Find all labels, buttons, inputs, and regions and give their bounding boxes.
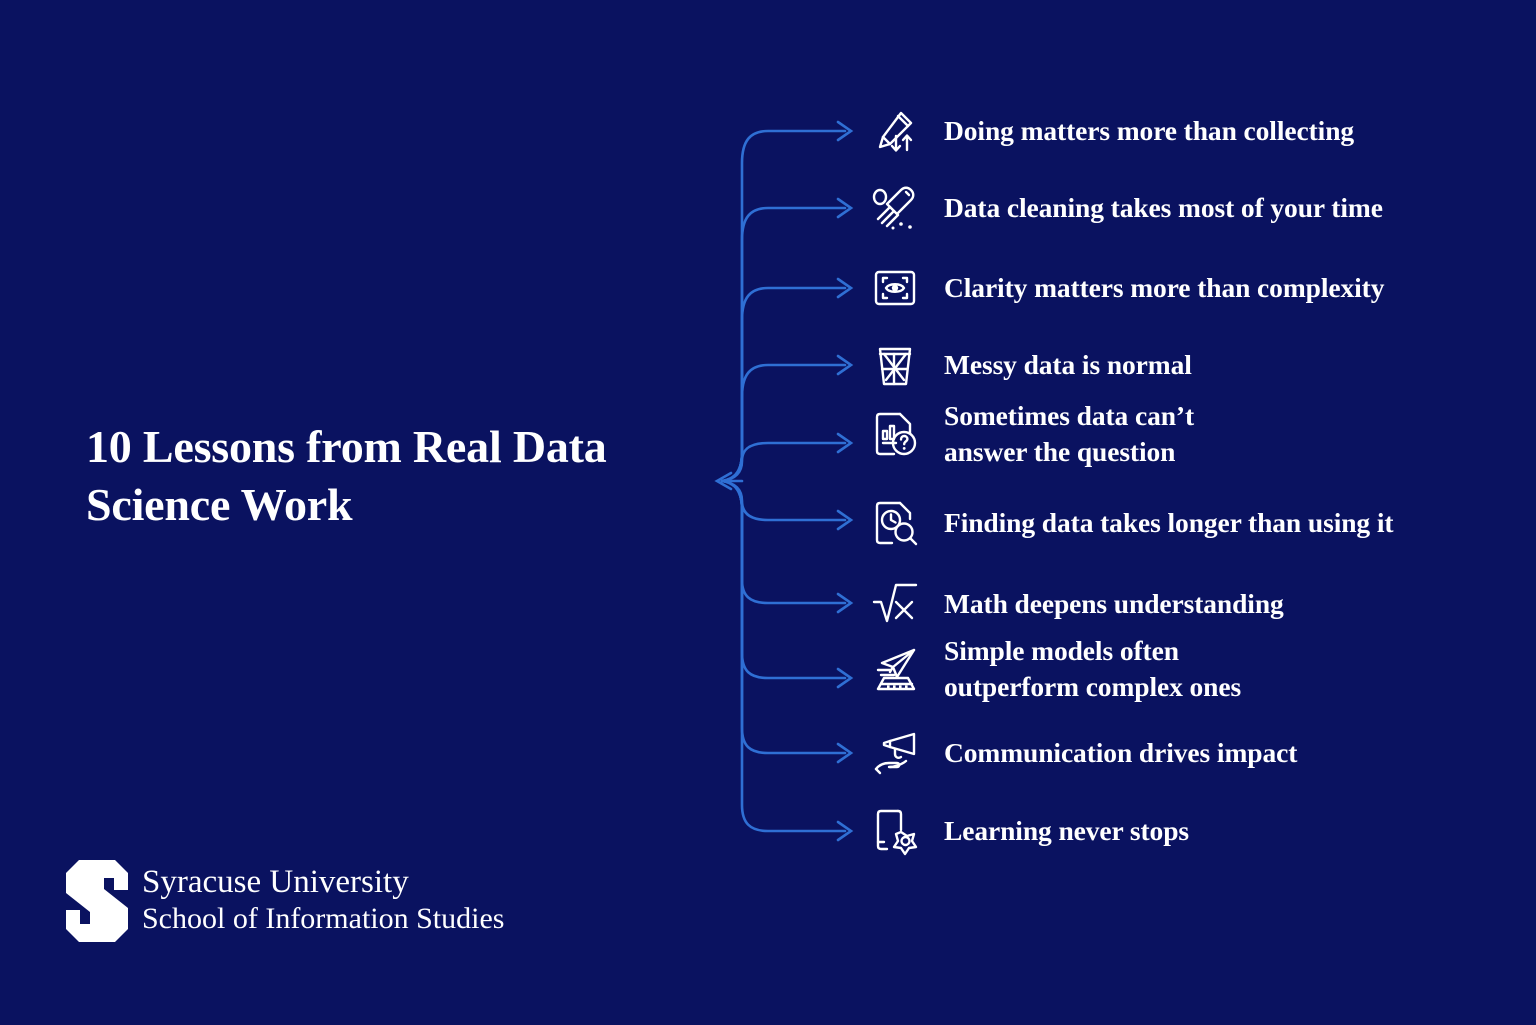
document-chart-question-icon <box>868 407 922 461</box>
page-title-line-1: 10 Lessons from Real Data <box>86 421 607 472</box>
list-item-label: Simple models often outperform complex o… <box>944 635 1242 702</box>
list-item-label: Messy data is normal <box>944 349 1192 380</box>
list-item-label: Clarity matters more than complexity <box>944 272 1385 303</box>
book-with-award-badge-icon <box>868 804 922 858</box>
list-item-label: Doing matters more than collecting <box>944 115 1355 146</box>
list-item-label: Math deepens understanding <box>944 588 1284 619</box>
wastebasket-icon <box>868 338 922 392</box>
list-item[interactable]: Simple models often outperform complex o… <box>868 633 1241 705</box>
logo-wordmark: Syracuse University School of Informatio… <box>142 860 504 937</box>
page-title-line-2: Science Work <box>86 479 353 530</box>
page-title: 10 Lessons from Real Data Science Work <box>86 418 706 534</box>
logo-school-name: School of Information Studies <box>142 902 505 935</box>
list-item[interactable]: Communication drives impact <box>868 726 1297 780</box>
list-item-label: Learning never stops <box>944 815 1190 846</box>
list-item-label: Data cleaning takes most of your time <box>944 192 1383 223</box>
list-item-label: Sometimes data can’t answer the question <box>944 400 1195 467</box>
list-item-label: Communication drives impact <box>944 737 1298 768</box>
list-item[interactable]: Clarity matters more than complexity <box>868 261 1384 315</box>
list-item[interactable]: Math deepens understanding <box>868 577 1284 631</box>
list-item[interactable]: Finding data takes longer than using it <box>868 496 1394 550</box>
syracuse-block-s-icon <box>66 860 128 942</box>
logo-university-name: Syracuse University <box>142 864 409 900</box>
pencil-with-up-down-arrows-icon <box>868 104 922 158</box>
syracuse-university-logo: Syracuse University School of Informatio… <box>66 860 504 942</box>
list-item[interactable]: Messy data is normal <box>868 338 1192 392</box>
document-clock-search-icon <box>868 496 922 550</box>
list-item[interactable]: Learning never stops <box>868 804 1189 858</box>
broom-sweeping-dust-icon <box>868 181 922 235</box>
eye-in-focus-frame-icon <box>868 261 922 315</box>
paper-airplane-launchpad-icon <box>868 642 922 696</box>
megaphone-on-hand-icon <box>868 726 922 780</box>
list-item[interactable]: Data cleaning takes most of your time <box>868 181 1383 235</box>
list-item[interactable]: Sometimes data can’t answer the question <box>868 398 1194 470</box>
square-root-times-icon <box>868 577 922 631</box>
list-item-label: Finding data takes longer than using it <box>944 507 1394 538</box>
list-item[interactable]: Doing matters more than collecting <box>868 104 1354 158</box>
